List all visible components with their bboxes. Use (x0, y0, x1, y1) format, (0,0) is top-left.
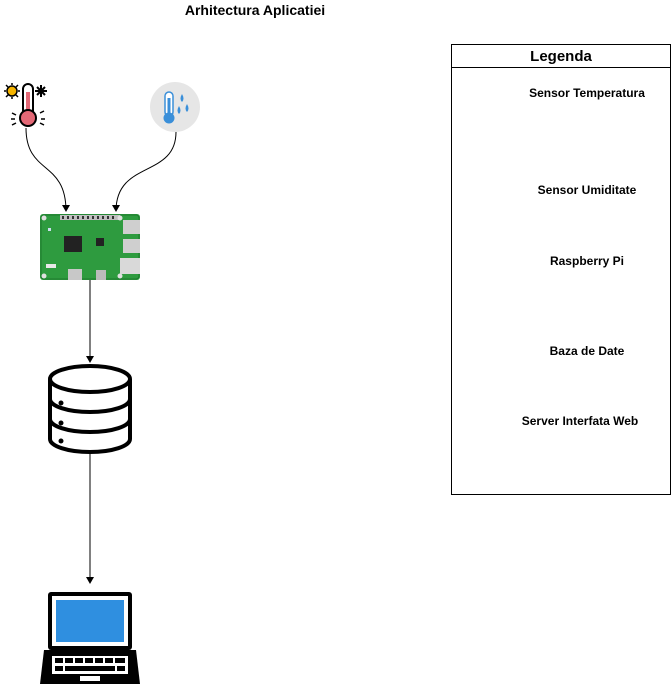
legend-label-database: Baza de Date (549, 344, 625, 358)
legend-label-temperature: Sensor Temperatura (529, 86, 645, 100)
legend-label-humidity: Sensor Umiditate (537, 183, 637, 197)
legend-box: Legenda Sensor Temperatura Sensor Umidit… (451, 44, 671, 495)
laptop-icon (40, 592, 140, 684)
diagram-title: Arhitectura Aplicatiei (184, 2, 326, 18)
legend-label-raspberry-pi: Raspberry Pi (549, 254, 625, 268)
raspberry-pi-icon (39, 213, 141, 281)
humidity-to-pi-arrow (112, 131, 177, 212)
humidity-sensor-icon (149, 81, 201, 133)
legend-label-web-server: Server Interfata Web (521, 414, 639, 428)
temperature-sensor-icon (3, 82, 48, 127)
legend-heading: Legenda (452, 45, 670, 68)
database-icon (48, 364, 132, 454)
temperature-to-pi-arrow (25, 127, 70, 212)
